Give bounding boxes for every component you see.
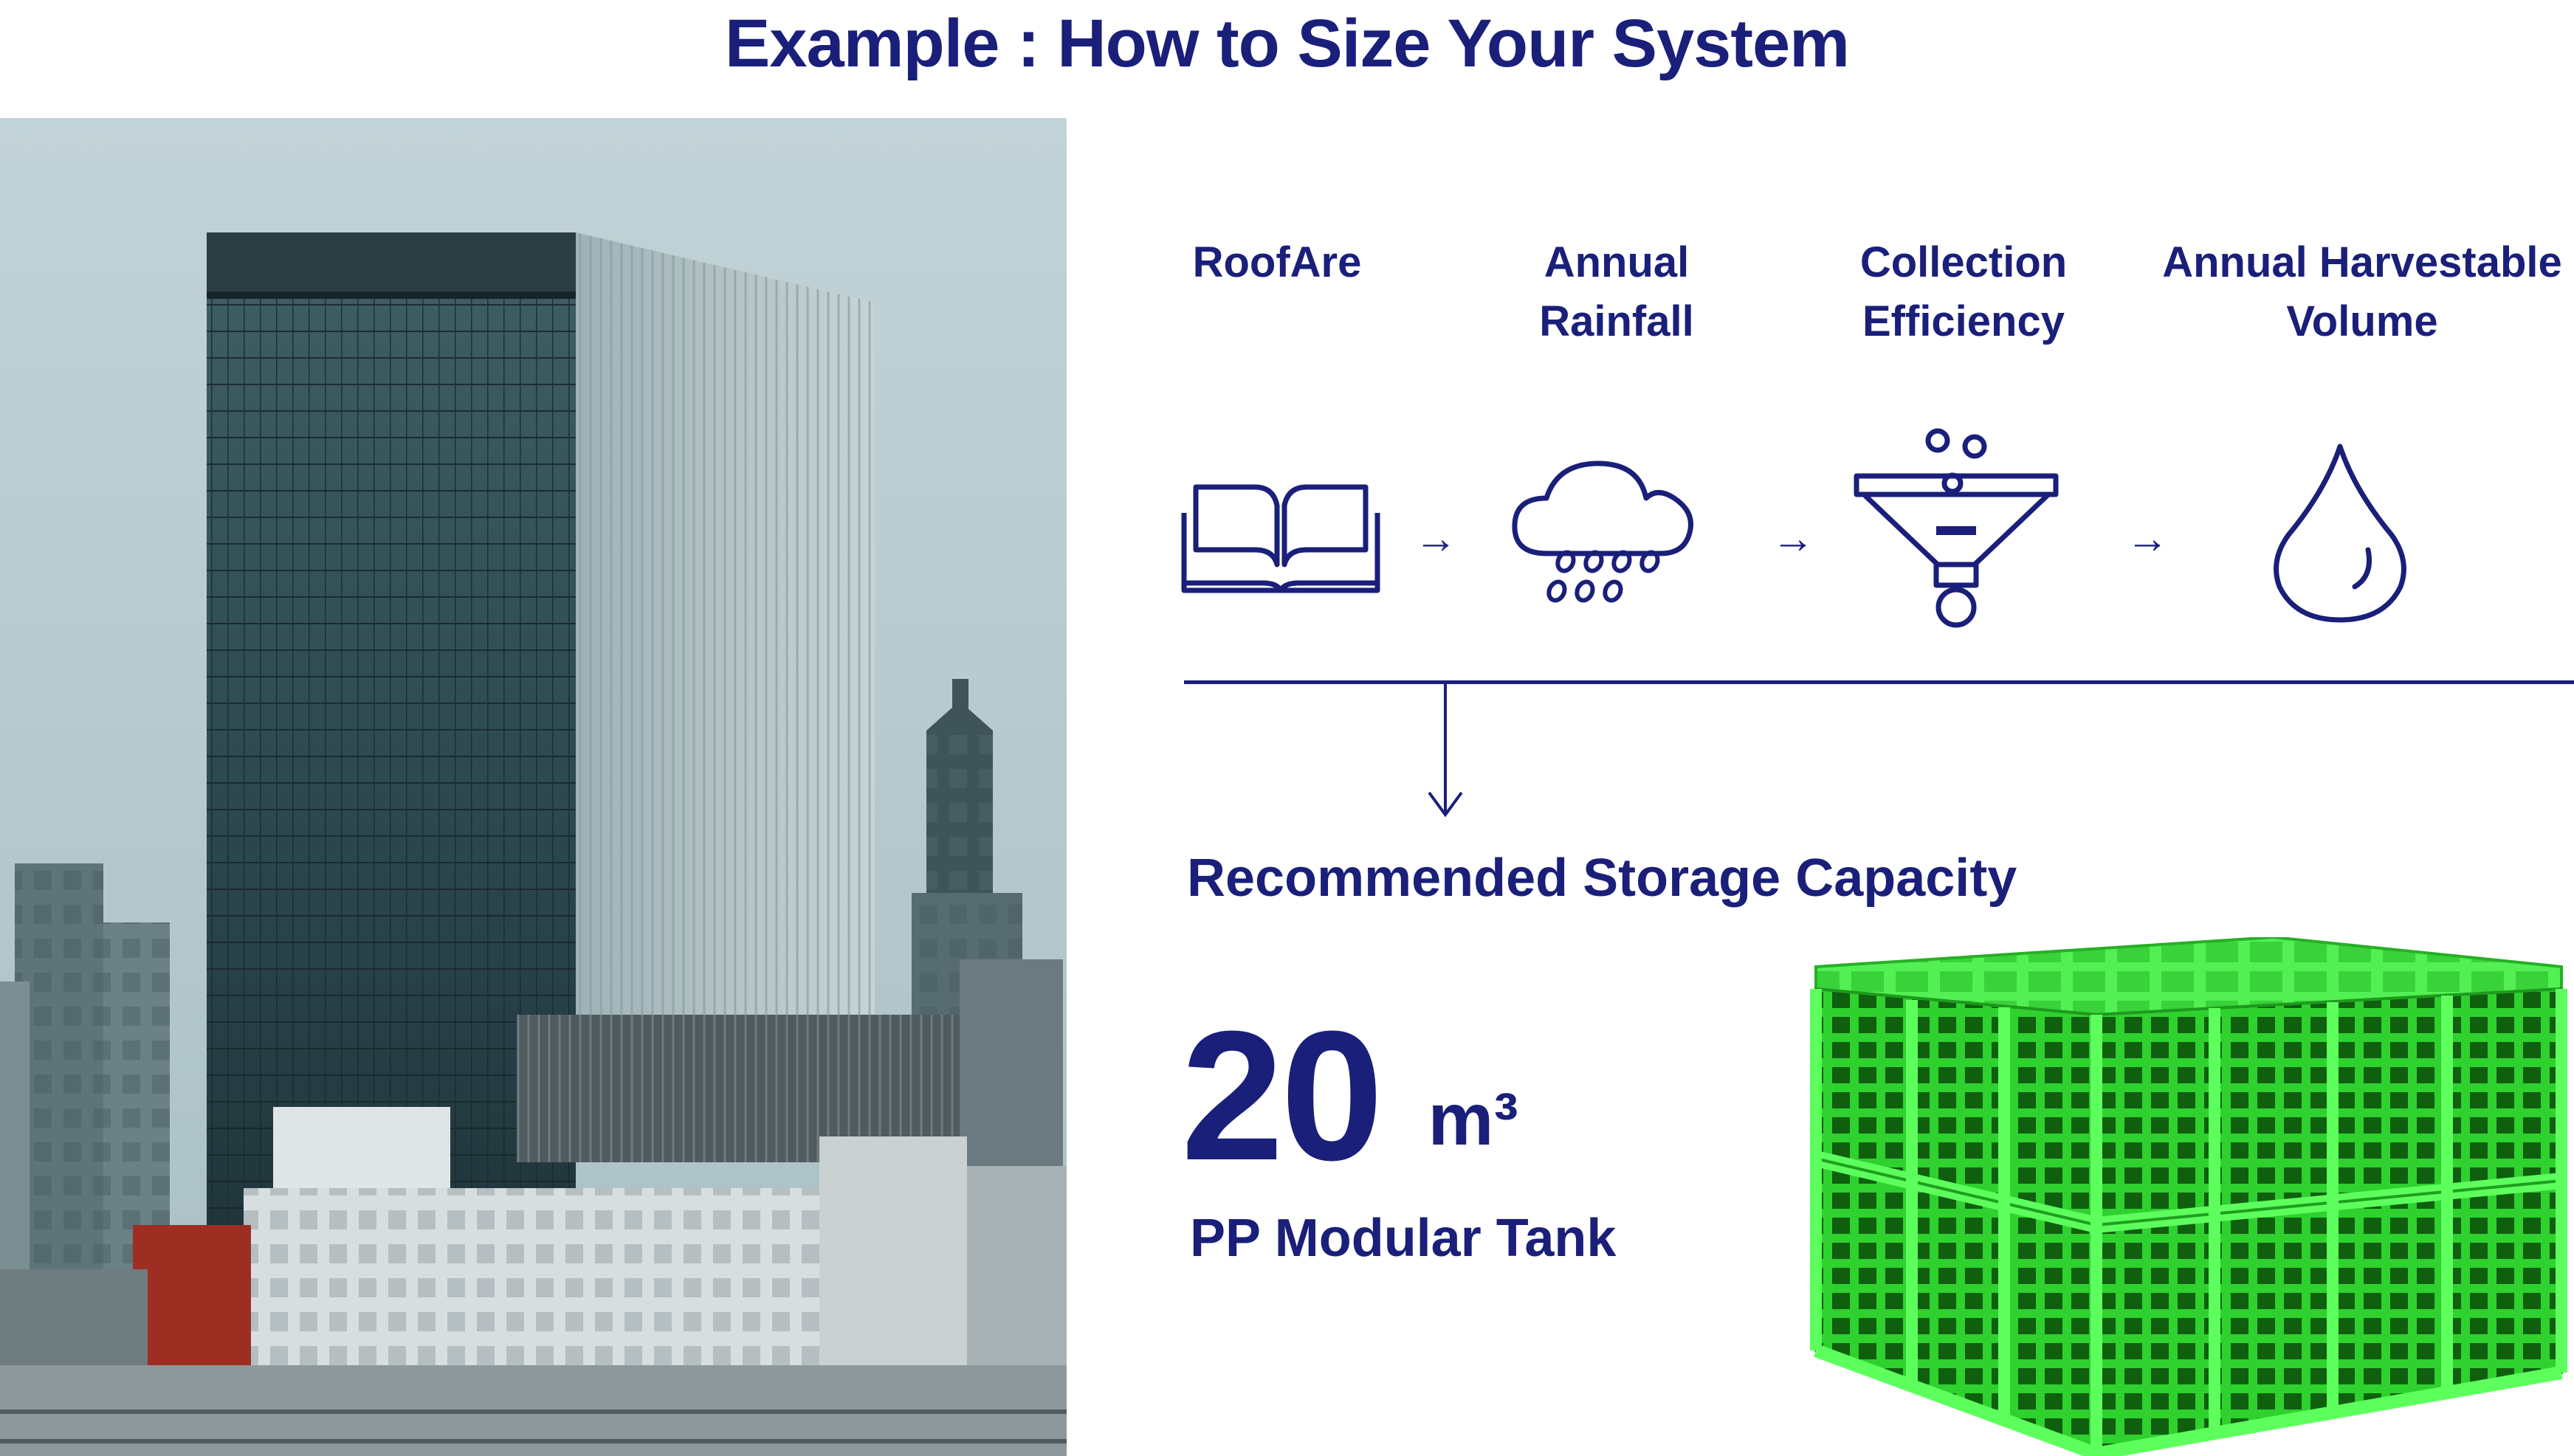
water-drop-icon [2274,444,2406,623]
divider-line [1184,680,2574,684]
book-roof-icon [1181,484,1380,593]
capacity-value-row: 20 m³ [1181,1004,1518,1188]
step-label-collection-efficiency: Collection Efficiency [1859,238,2068,345]
down-arrow-icon [1428,682,1463,818]
flow-arrow-3: → [2126,514,2169,562]
capacity-heading: Recommended Storage Capacity [1187,849,2017,908]
step-label-annual-harvestable-volume: Annual Harvestable Volume [2162,238,2562,345]
page-title: Example : How to Size Your System [725,6,1850,81]
building-photo [0,118,1067,1456]
tank-type-label: PP Modular Tank [1190,1209,1617,1268]
step-label-annual-rainfall: Annual Rainfall [1539,238,1694,345]
flow-arrow-2: → [1772,514,1814,562]
rain-cloud-icon [1512,460,1693,603]
capacity-value: 20 [1181,993,1383,1198]
flow-arrow-1: → [1414,514,1457,562]
step-label-roof-area: RoofAre [1192,238,1362,286]
funnel-filter-icon [1854,428,2059,628]
capacity-unit: m³ [1428,1078,1518,1161]
modular-tank-image [1810,937,2567,1456]
